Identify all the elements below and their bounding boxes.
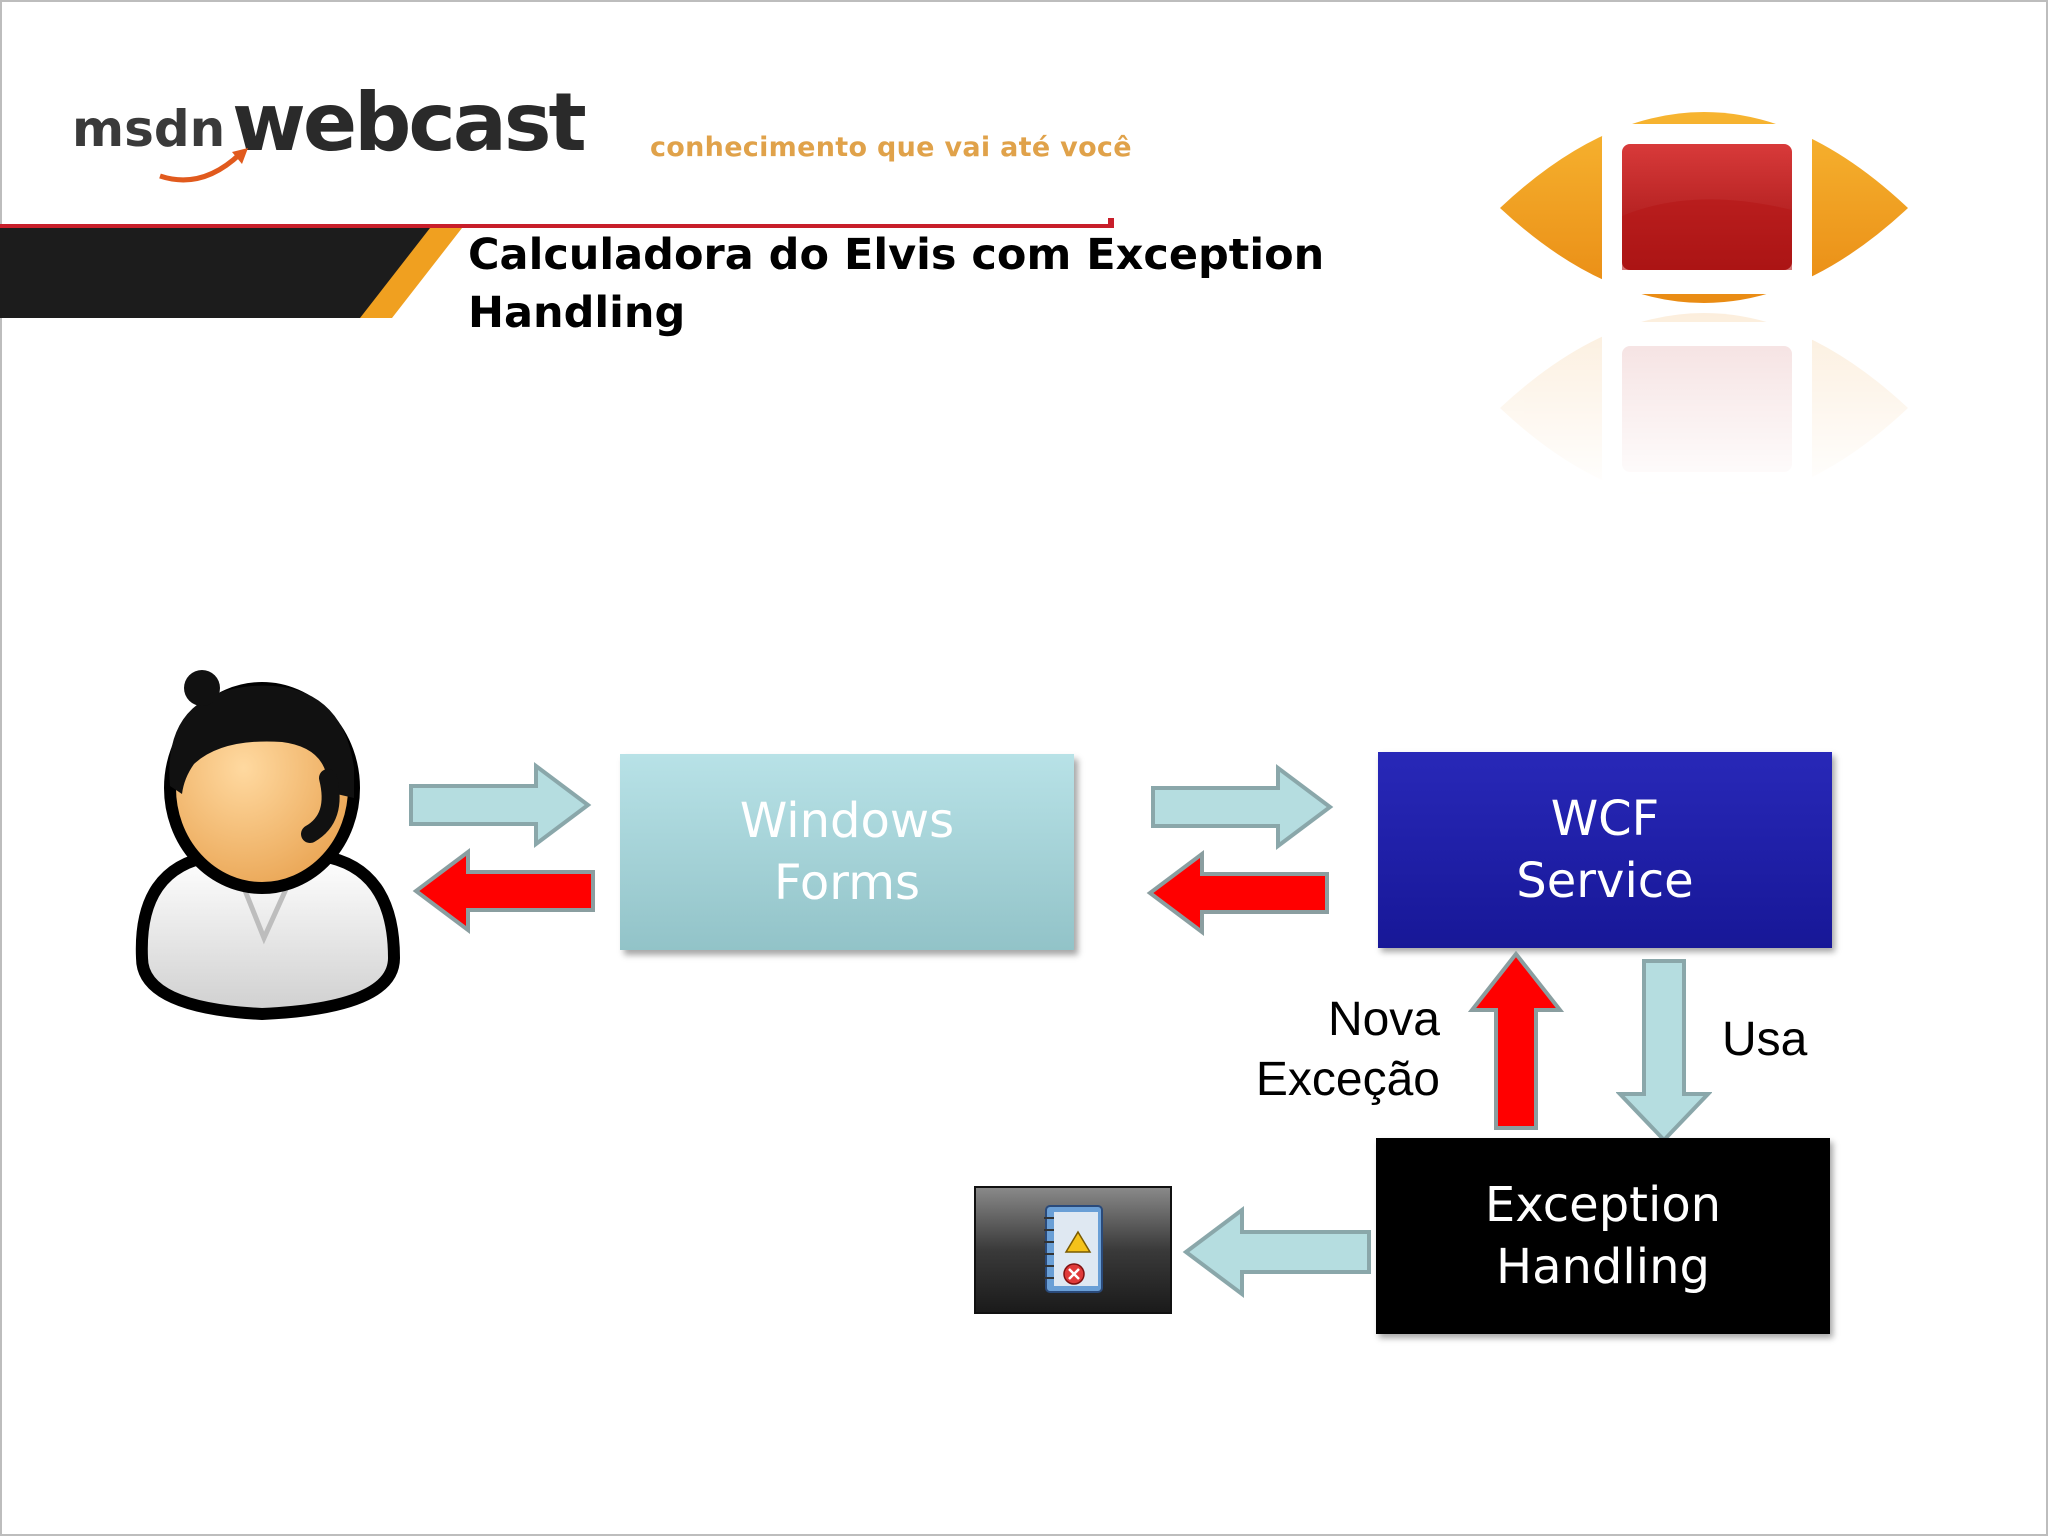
exception-arrow-forms-to-user bbox=[412, 848, 595, 934]
user-avatar-icon bbox=[135, 670, 401, 1020]
wcf-service-box: WCF Service bbox=[1378, 752, 1832, 948]
wcf-service-label: WCF Service bbox=[1516, 791, 1694, 909]
windows-forms-label: Windows Forms bbox=[739, 793, 955, 911]
exception-arrow-wcf-to-forms bbox=[1146, 850, 1329, 936]
header-band bbox=[0, 218, 1114, 318]
exception-handling-label: Exception Handling bbox=[1484, 1177, 1722, 1295]
request-arrow-forms-to-wcf bbox=[1151, 764, 1334, 850]
slide-title: Calculadora do Elvis com Exception Handl… bbox=[468, 230, 1325, 338]
nova-excecao-label: Nova Exceção bbox=[1255, 993, 1440, 1106]
msdn-webcast-logo: msdn webcast bbox=[72, 76, 632, 200]
logo-msdn-text: msdn bbox=[72, 100, 225, 158]
usa-label: Usa bbox=[1722, 1013, 1808, 1066]
event-log-icon bbox=[974, 1186, 1172, 1314]
logo-webcast-text: webcast bbox=[232, 76, 585, 169]
eye-logo-icon bbox=[1494, 112, 1914, 496]
usa-arrow bbox=[1616, 959, 1712, 1143]
log-arrow-exception-to-eventlog bbox=[1182, 1206, 1371, 1298]
tagline: conhecimento que vai até você bbox=[650, 132, 1132, 163]
windows-forms-box: Windows Forms bbox=[620, 754, 1074, 950]
nova-excecao-arrow bbox=[1468, 950, 1564, 1130]
request-arrow-user-to-forms bbox=[409, 762, 592, 848]
exception-handling-box: Exception Handling bbox=[1376, 1138, 1830, 1334]
